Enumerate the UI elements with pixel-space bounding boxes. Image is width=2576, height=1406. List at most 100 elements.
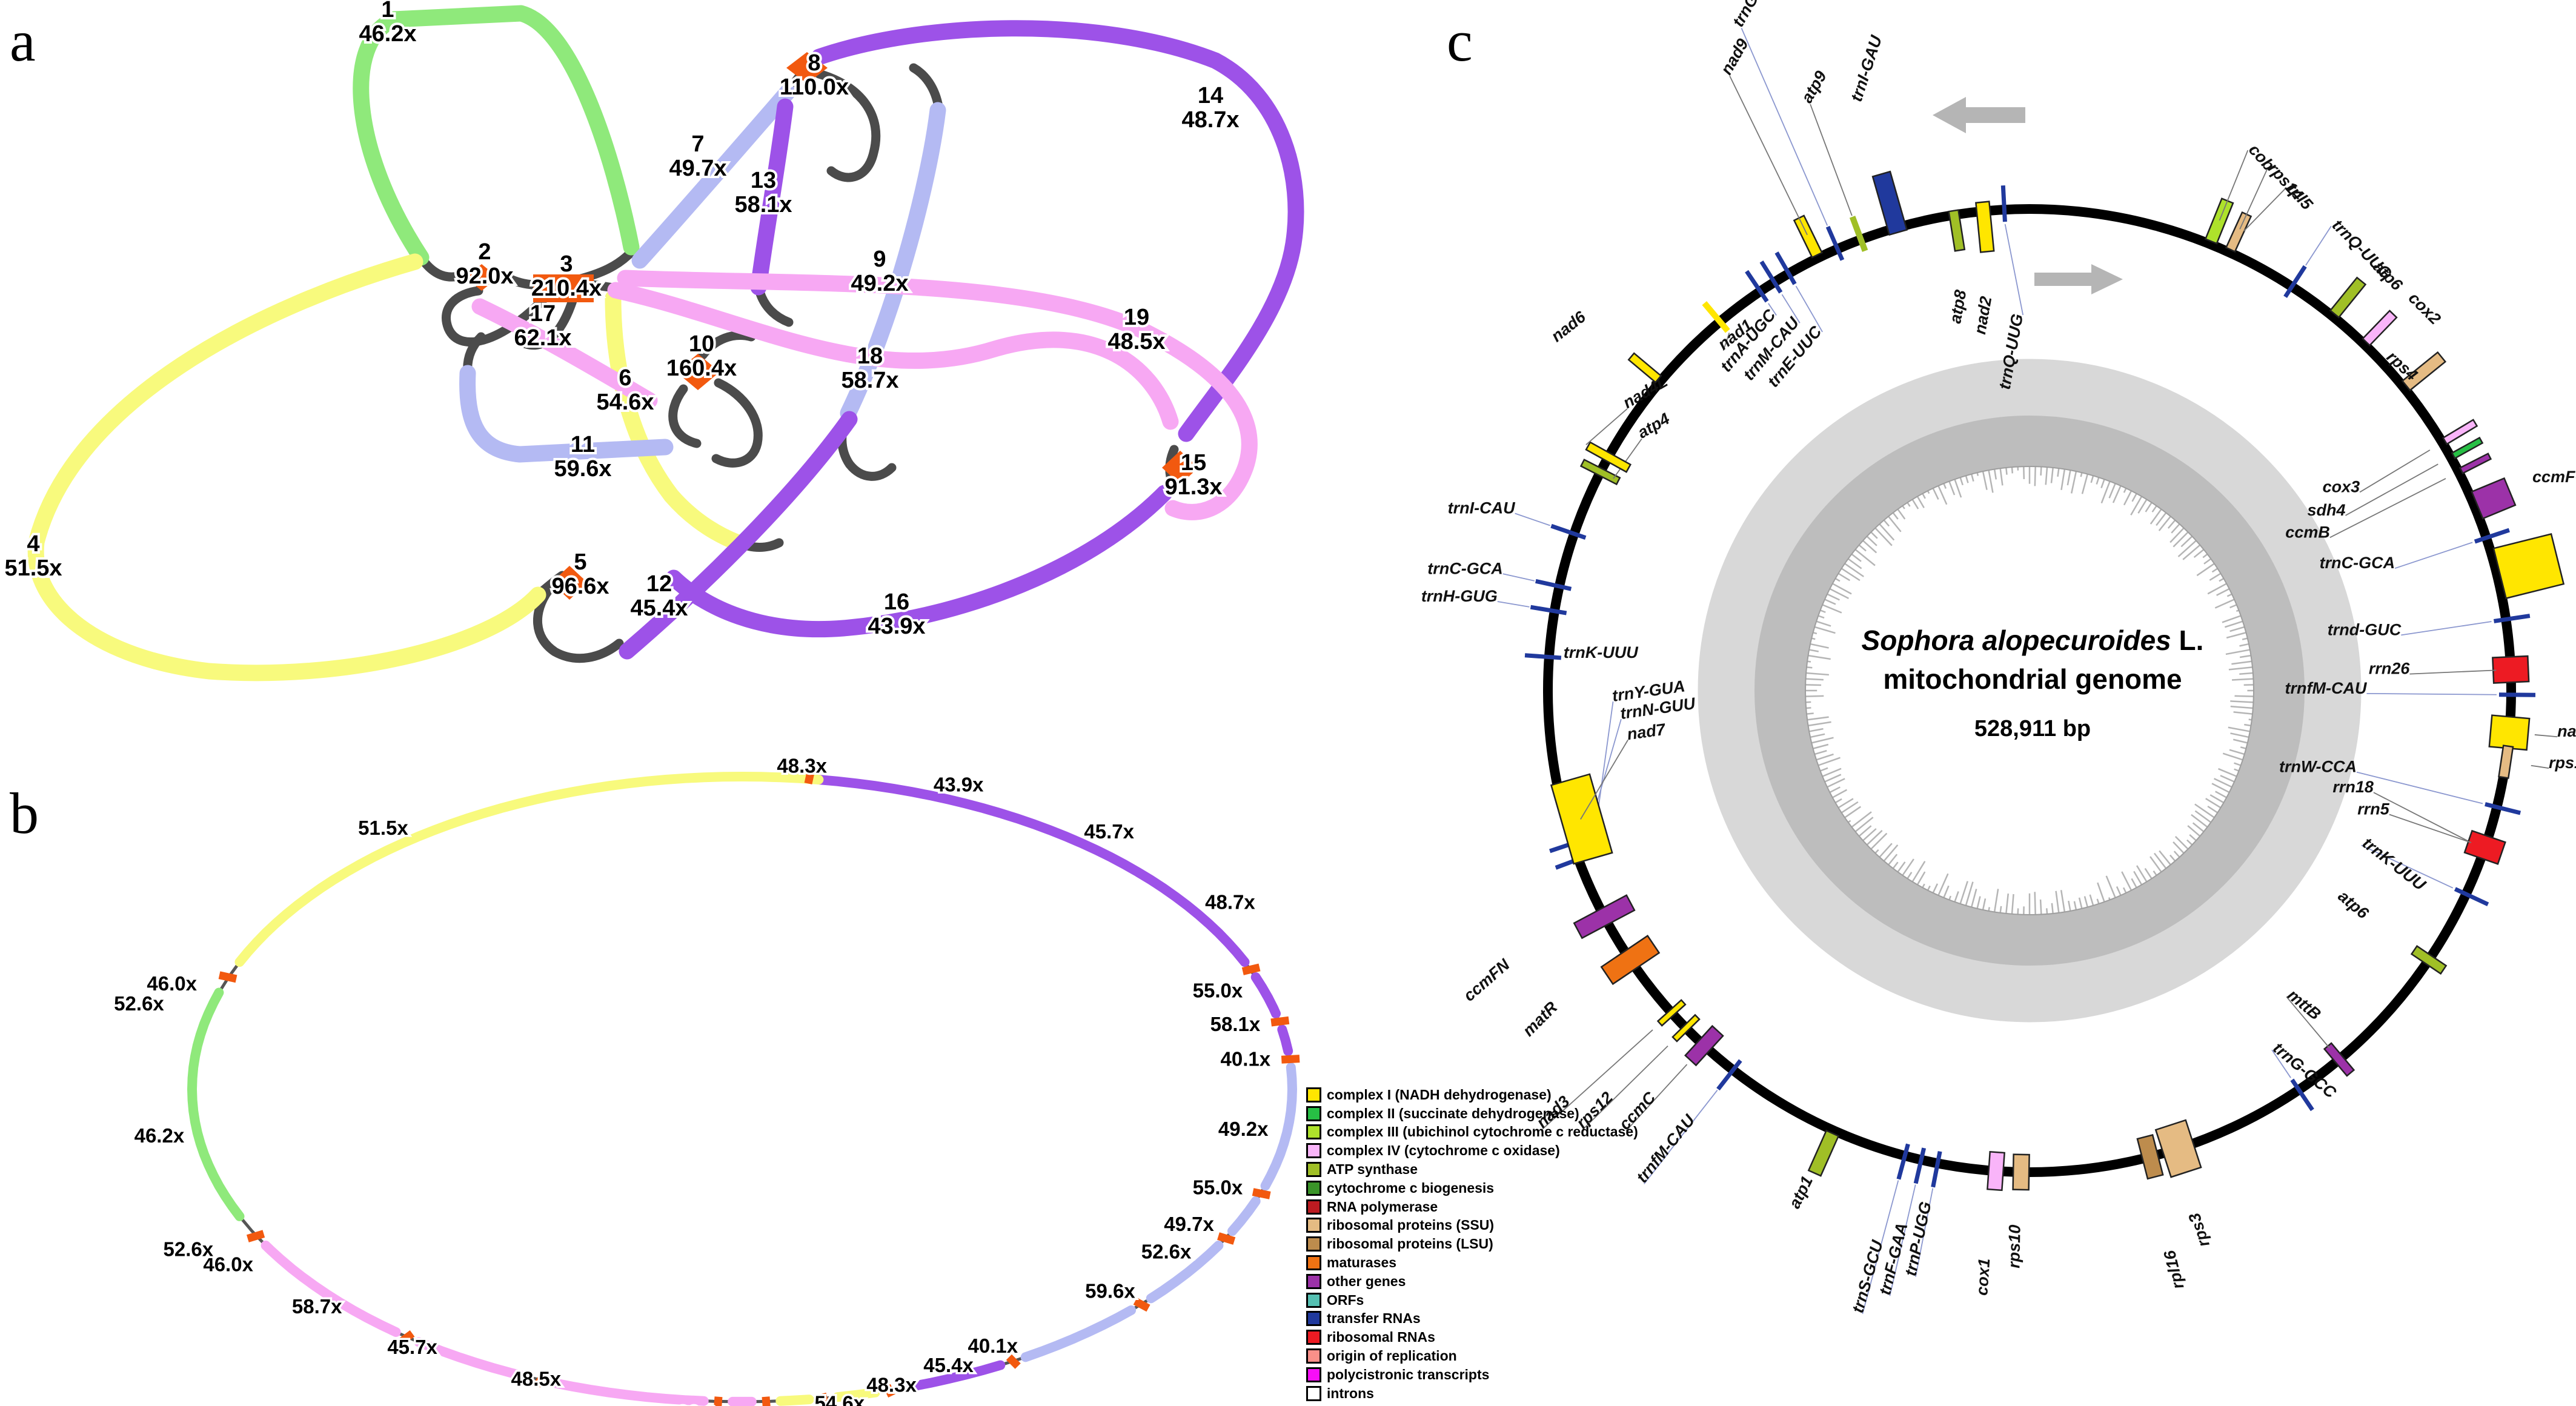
gene-label: matR [1519, 998, 1561, 1040]
gene-block [2498, 744, 2514, 779]
gene-label: rrn18 [2332, 778, 2374, 796]
graph-segment-13 [750, 98, 794, 296]
gene-label: trnC-GCA [2320, 554, 2395, 572]
gene-matR: matR [1519, 935, 1661, 1040]
circle-arc [832, 1387, 880, 1402]
legend-item: complex IV (cytochrome c oxidase) [1306, 1141, 1638, 1160]
gene-rrn26: rrn26 [2369, 655, 2530, 684]
graph-segment-4 [27, 253, 546, 681]
gene-label: ccmB [2285, 523, 2330, 541]
segment-id: 2 [478, 239, 491, 265]
gene-leader [1582, 1046, 1668, 1130]
coverage-label: 40.1x [968, 1335, 1018, 1357]
gene-leader [2286, 996, 2331, 1049]
gene-block [1975, 201, 1995, 253]
gene-tick [1716, 1059, 1742, 1091]
gene-block [2012, 1153, 2030, 1191]
gene-label: atp9 [1798, 68, 1830, 106]
gene-leader [2534, 734, 2558, 738]
gene-atp6: atp6 [2335, 887, 2448, 975]
direction-arrow-left [1933, 97, 2025, 133]
genome-title-line1: Sophora alopecuroides L. [1793, 624, 2272, 657]
gene-block [2204, 197, 2234, 245]
gene-block [2401, 351, 2447, 392]
legend-swatch [1306, 1348, 1321, 1364]
legend-item: transfer RNAs [1306, 1310, 1638, 1328]
gene-block [1793, 214, 1824, 259]
gene-block [1579, 459, 1621, 486]
coverage-label: 48.7x [1205, 890, 1255, 913]
legend: complex I (NADH dehydrogenase)complex II… [1306, 1086, 1638, 1403]
gene-leader [2243, 188, 2286, 232]
legend-label: RNA polymerase [1327, 1198, 1438, 1215]
gene-leader [2356, 771, 2483, 804]
gene-block [2451, 436, 2484, 460]
coverage-label: 52.6x [757, 1405, 808, 1406]
legend-swatch [1306, 1162, 1321, 1178]
gene-label: trnfM-CAU [1633, 1110, 1699, 1186]
legend-swatch [1306, 1218, 1321, 1233]
gene-cox1: cox1 [1973, 1150, 2006, 1296]
segment-coverage: 45.4x [630, 595, 688, 621]
gene-label: trnW-CCA [2279, 758, 2357, 776]
legend-swatch [1306, 1292, 1321, 1308]
coverage-label: 46.0x [203, 1253, 253, 1276]
repeat-node-10 [676, 354, 720, 390]
segment-id: 16 [884, 589, 909, 615]
graph-connector [814, 69, 881, 182]
coverage-label: 46.0x [147, 972, 197, 995]
junction-tick [533, 1373, 547, 1388]
gene-block [1671, 1013, 1701, 1043]
legend-swatch [1306, 1311, 1321, 1327]
gene-trnK-UUU: trnK-UUU [1524, 643, 1639, 662]
ring-baseline [1805, 466, 2254, 915]
gene-block [2329, 276, 2367, 319]
circle-arc [898, 1360, 1006, 1393]
segment-id: 9 [873, 247, 886, 272]
legend-swatch [1306, 1199, 1321, 1215]
gene-tick [1550, 523, 1587, 540]
legend-item: other genes [1306, 1272, 1638, 1291]
gene-leader [2329, 478, 2446, 539]
gene-label: trnfM-CAU [2285, 679, 2368, 697]
segment-id: 11 [571, 432, 595, 457]
gene-label: rps3 [2185, 1211, 2213, 1250]
coverage-label: 48.3x [777, 754, 827, 777]
gene-rrn18: rrn18 [2332, 778, 2472, 843]
legend-swatch [1306, 1367, 1321, 1382]
segment-id: 4 [27, 531, 39, 557]
circle-arc [549, 1378, 709, 1406]
graph-segment-1 [353, 5, 640, 266]
genome-title: Sophora alopecuroides L. mitochondrial g… [1793, 624, 2272, 742]
junction-tick [1133, 1298, 1150, 1312]
repeat-node-2 [465, 264, 498, 291]
segment-coverage: 49.7x [669, 156, 726, 181]
gene-label: trnI-GAU [1847, 33, 1886, 104]
coverage-label: 46.2x [134, 1124, 185, 1147]
gene-leader [2345, 463, 2438, 516]
segment-coverage: 160.4x [666, 356, 737, 381]
gene-leader [2004, 224, 2024, 316]
segment-coverage: 49.2x [851, 271, 908, 296]
circle-arc [187, 987, 245, 1221]
gene-label: atp8 [1946, 288, 1970, 325]
graph-segment-19 [617, 270, 1258, 520]
repeat-node-5 [551, 566, 588, 600]
coverage-histogram [1805, 466, 2254, 915]
segment-coverage: 62.1x [514, 325, 571, 351]
species-suffix: L. [2171, 625, 2204, 656]
gene-sdh4: sdh4 [2307, 436, 2484, 519]
gene-trnW-CCA: trnW-CCA [2279, 758, 2521, 815]
gene-leader [1781, 294, 1801, 323]
repeat-node-8 [786, 52, 828, 84]
graph-segment-16 [665, 485, 1173, 638]
gene-leader [2305, 225, 2332, 266]
gene-block [2154, 1119, 2202, 1178]
legend-swatch [1306, 1330, 1321, 1345]
gene-tick [1849, 216, 1868, 252]
segment-id: 3 [560, 251, 573, 277]
coverage-label: 49.2x [1218, 1118, 1269, 1140]
legend-label: polycistronic transcripts [1327, 1366, 1490, 1382]
gene-leader [2373, 792, 2472, 843]
